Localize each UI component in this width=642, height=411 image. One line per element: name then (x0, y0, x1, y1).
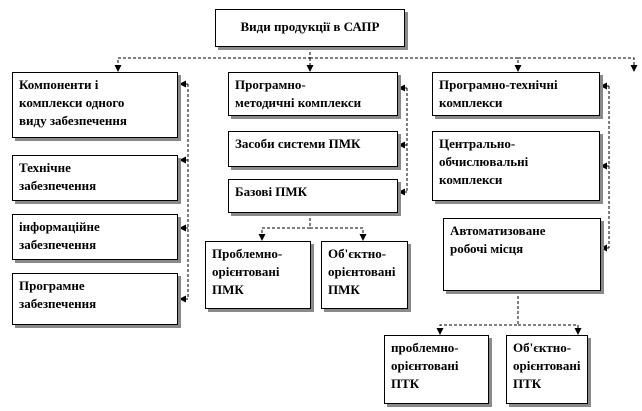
right-box-central-computing: Центрально- обчислювальні комплекси (432, 131, 600, 201)
root-box: Види продукції в САПР (215, 9, 405, 47)
arm-connector (436, 291, 519, 335)
left-box-information: інформаційне забезпечення (12, 214, 178, 260)
root-connector (114, 47, 311, 72)
ptk-problem-oriented: проблемно- орієнтовані ПТК (384, 335, 489, 404)
middle-box-base-pmk: Базові ПМК (228, 179, 398, 213)
right-box-workstations: Автоматизоване робочі місця (443, 218, 601, 291)
middle-box-program-methodical: Програмно- методичні комплекси (228, 72, 398, 116)
ptk-object-oriented: Об'єктно- орієнтовані ПТК (506, 335, 588, 404)
middle-box-pmk-tools: Засоби системи ПМК (228, 131, 398, 167)
base-pmk-connector (258, 213, 311, 241)
right-box-program-technical: Програмно-технічні комплекси (432, 72, 600, 116)
arm-connector (518, 324, 582, 335)
left-box-software: Програмне забезпечення (12, 273, 178, 325)
root-connector (518, 57, 638, 72)
root-connector (310, 57, 522, 72)
left-box-components: Компоненти і комплекси одного виду забез… (12, 72, 178, 138)
pmk-problem-oriented: Проблемно- орієнтовані ПМК (205, 241, 311, 309)
left-box-technical: Технічне забезпечення (12, 155, 178, 201)
pmk-object-oriented: Об'єктно- орієнтовані ПМК (321, 241, 408, 309)
base-pmk-connector (310, 227, 367, 241)
